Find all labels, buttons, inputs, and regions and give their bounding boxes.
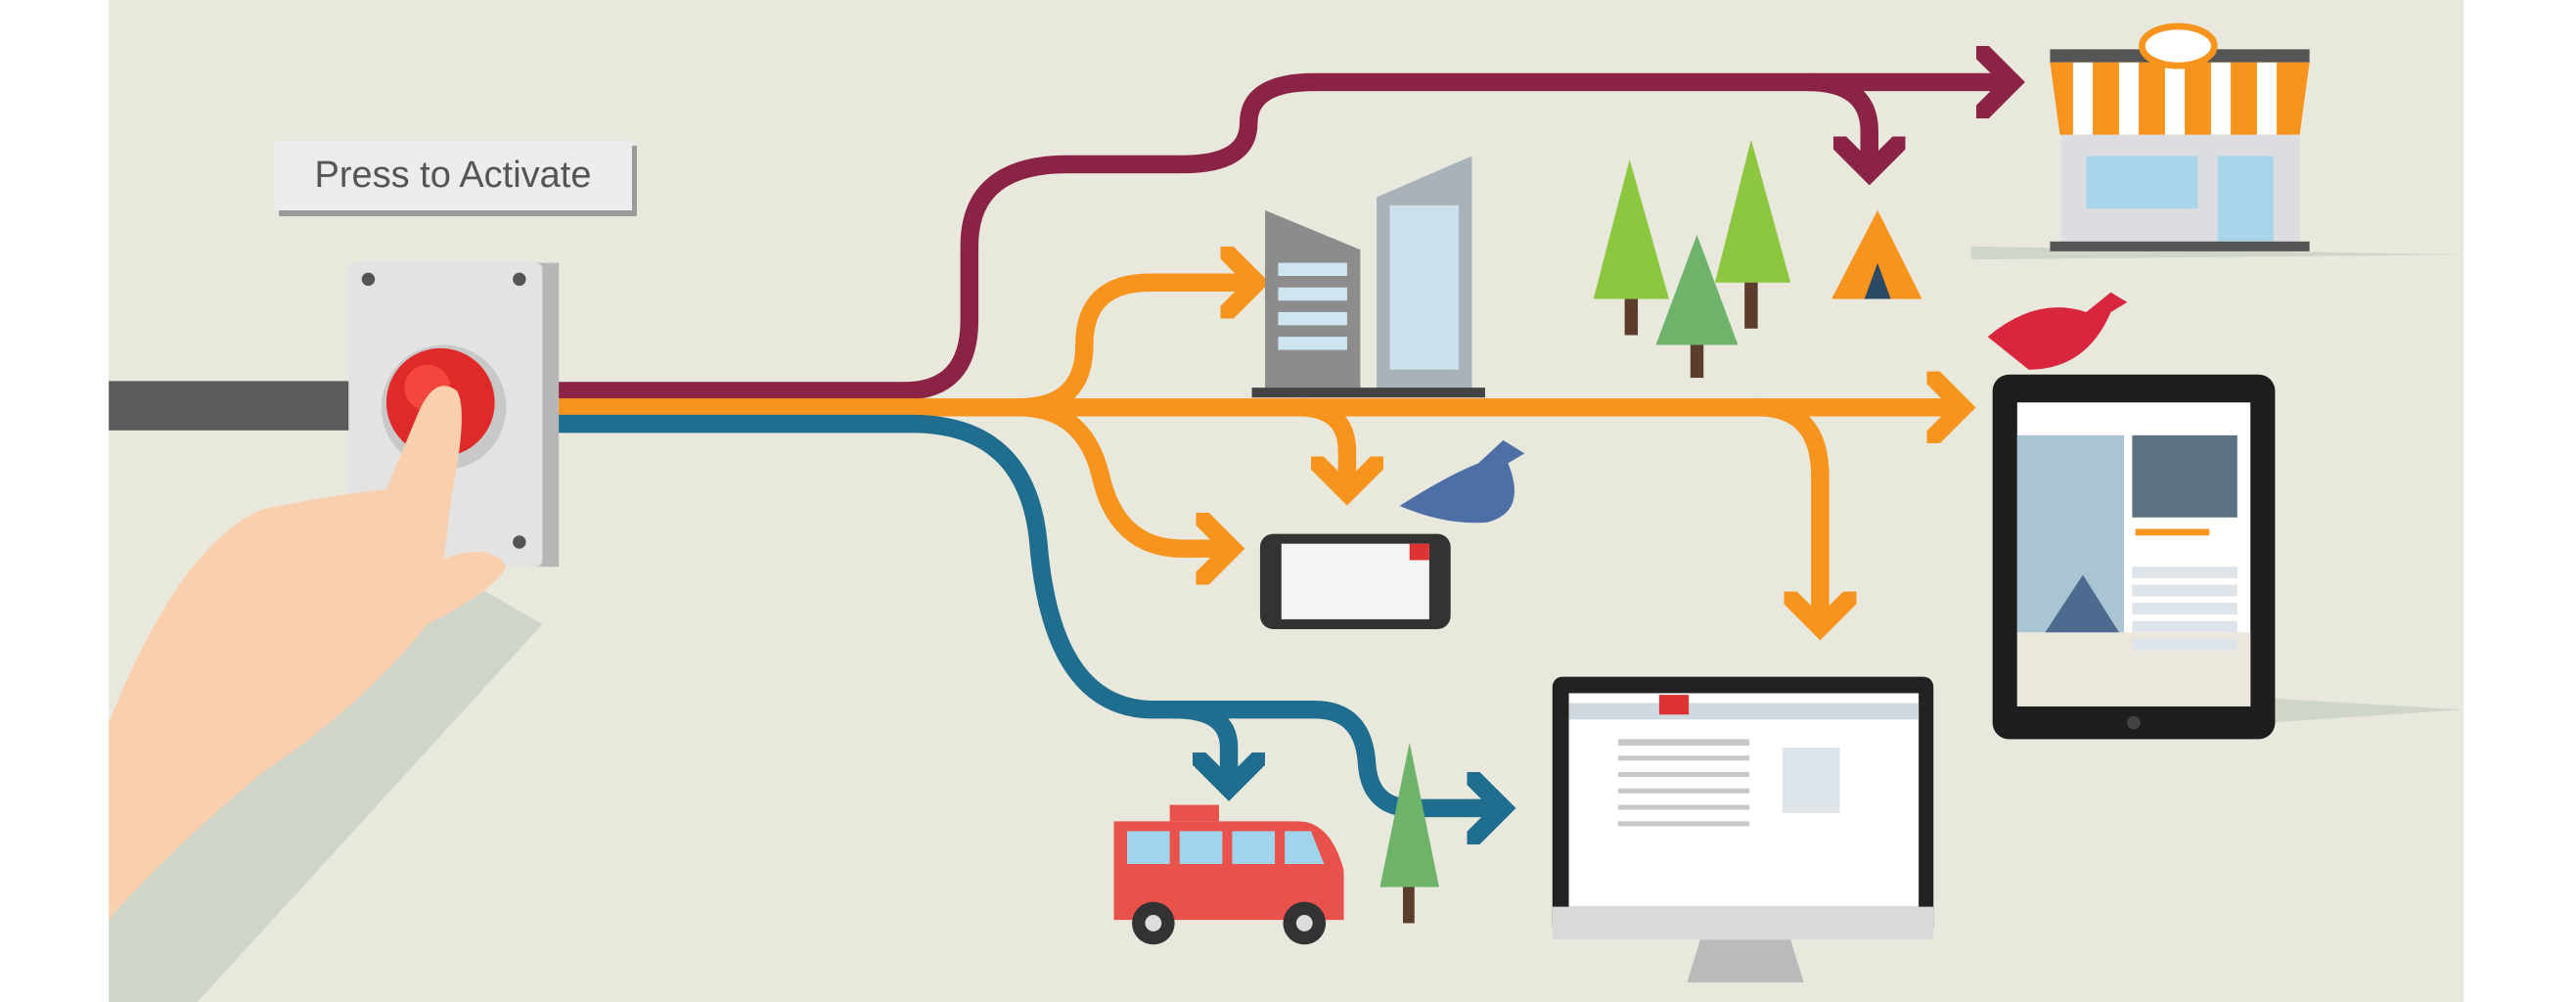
blue-path xyxy=(555,414,1504,808)
hand xyxy=(109,386,507,921)
shop xyxy=(2050,23,2310,251)
van xyxy=(1113,804,1344,945)
activate-button-box xyxy=(348,262,560,568)
maroon-path xyxy=(555,82,2012,400)
trees xyxy=(1379,139,1791,924)
smartphone xyxy=(1259,533,1451,629)
tent xyxy=(1831,209,1922,299)
tablet xyxy=(1992,374,2276,740)
blue-bird xyxy=(1399,439,1525,524)
input-cable xyxy=(109,381,356,431)
desktop-monitor xyxy=(1552,676,1934,982)
orange-branch-phone xyxy=(1017,398,1232,548)
orange-branch-buildings xyxy=(1017,283,1256,417)
buildings xyxy=(1251,156,1485,398)
red-bird xyxy=(1987,292,2128,370)
maroon-branch-tent xyxy=(1806,72,1870,172)
orange-branch-monitor xyxy=(1757,398,1821,627)
orange-branch-bird xyxy=(1297,398,1347,492)
blue-branch-van xyxy=(1174,700,1229,789)
press-to-activate-label: Press to Activate xyxy=(274,140,632,210)
